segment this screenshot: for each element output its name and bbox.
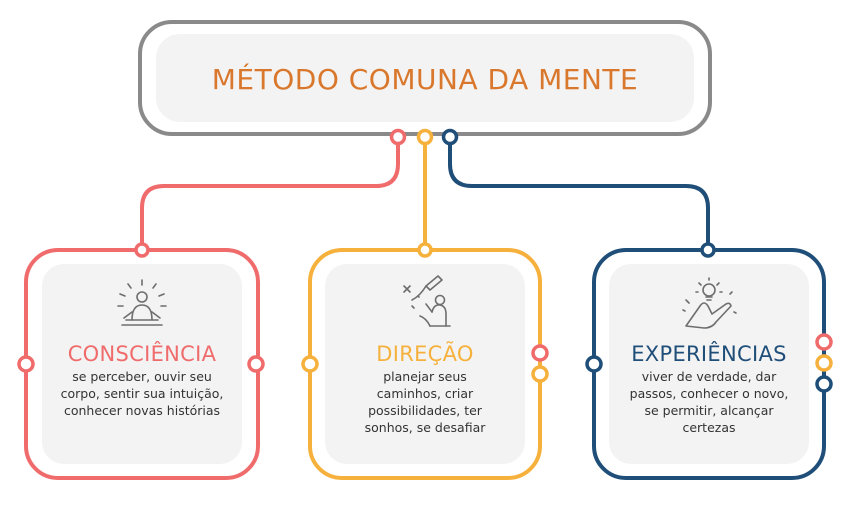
card-node-right-yellow-direcao [531,365,549,383]
card-node-left-consciencia [17,355,35,373]
meditation-person-icon [117,279,167,326]
card-heading-experiencias: EXPERIÊNCIAS [631,342,787,366]
page-title: MÉTODO COMUNA DA MENTE [211,63,639,96]
card-heading-consciencia: CONSCIÊNCIA [67,342,217,366]
card-panel-experiencias [609,264,809,464]
card-node-right-red-experiencias [815,333,833,351]
card-description-experiencias: viver de verdade, dar passos, conhecer o… [629,369,789,435]
title-node-blue [441,128,459,146]
card-node-top-direcao [417,242,433,258]
card-node-left-experiencias [585,355,603,373]
card-direcao: DIREÇÃO planejar seus caminhos, criar po… [330,342,520,436]
hand-lightbulb-icon [682,277,737,329]
card-node-right-blue-experiencias [815,375,833,393]
card-consciencia: CONSCIÊNCIA se perceber, ouvir seu corpo… [47,342,237,419]
card-node-right-red-direcao [531,344,549,362]
title-panel [156,34,694,122]
title-node-yellow [416,128,434,146]
card-experiencias: EXPERIÊNCIAS viver de verdade, dar passo… [614,342,804,436]
person-drawing-path-icon [403,275,451,327]
card-node-left-direcao [301,355,319,373]
connector-blue [448,137,710,248]
title-node-red [389,128,407,146]
card-node-top-consciencia [134,242,150,258]
card-description-consciencia: se perceber, ouvir seu corpo, sentir sua… [60,369,224,418]
card-node-top-experiencias [700,242,716,258]
card-panel-direcao [325,264,525,464]
connector-red [140,137,400,248]
card-panel-consciencia [42,264,242,464]
card-node-right-consciencia [247,355,265,373]
card-heading-direcao: DIREÇÃO [376,342,474,366]
card-description-direcao: planejar seus caminhos, criar possibilid… [364,369,486,435]
card-node-right-yellow-experiencias [815,354,833,372]
